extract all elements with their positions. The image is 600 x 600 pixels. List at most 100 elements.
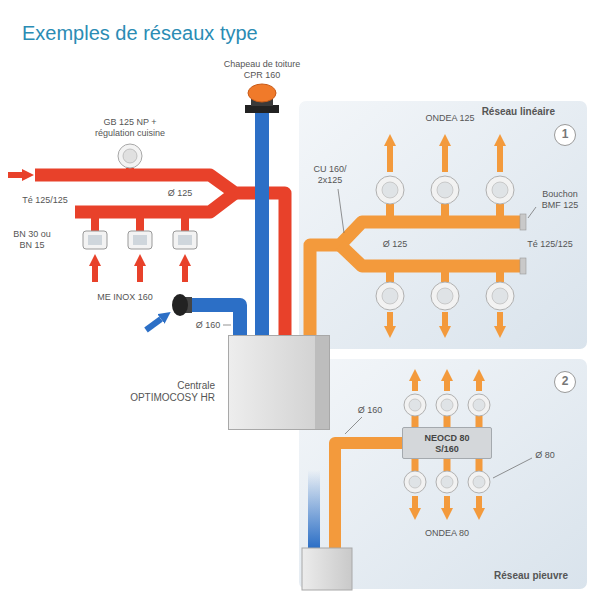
supply-diffuser bbox=[473, 476, 485, 488]
supply-diffuser bbox=[473, 399, 485, 411]
node-text: 2 bbox=[555, 372, 575, 391]
part-name: Bouchon BMF 125 bbox=[538, 189, 583, 211]
supply-diffuser bbox=[492, 288, 508, 304]
node-text: NEOCD 80 S/160 bbox=[419, 433, 475, 455]
supply-diffuser bbox=[437, 288, 453, 304]
supply-duct bbox=[335, 443, 402, 548]
leader-line bbox=[528, 207, 536, 218]
supply-diffuser bbox=[404, 471, 426, 493]
airflow-arrow bbox=[442, 146, 448, 172]
airflow-arrow bbox=[476, 496, 482, 508]
node-text: Réseau pieuvre bbox=[298, 570, 588, 582]
leader-line bbox=[223, 189, 536, 478]
supply-diffuser bbox=[468, 394, 490, 416]
ventilation-unit bbox=[302, 548, 352, 590]
extract-grille bbox=[173, 231, 197, 249]
supply-diffuser bbox=[409, 399, 421, 411]
dimension: Ø 160 bbox=[196, 320, 221, 331]
supply-diffuser bbox=[376, 176, 514, 310]
supply-diffuser bbox=[486, 176, 514, 204]
supply-diffuser bbox=[468, 471, 490, 493]
part-name: Té 125/125 bbox=[22, 195, 68, 206]
extract-duct bbox=[75, 193, 235, 212]
supply-diffuser bbox=[441, 476, 453, 488]
dimension: Ø 125 bbox=[383, 239, 408, 250]
extract-grille bbox=[128, 231, 152, 249]
end-cap bbox=[520, 258, 526, 274]
node-text: 1 bbox=[555, 125, 575, 144]
extract-grille bbox=[88, 235, 102, 245]
part-name: ONDEA 80 bbox=[425, 528, 469, 539]
air-intake bbox=[172, 294, 188, 316]
supply-diffuser bbox=[376, 176, 404, 204]
supply-diffuser bbox=[486, 282, 514, 310]
supply-diffuser bbox=[492, 182, 508, 198]
part-name: GB 125 NP + régulation cuisine bbox=[85, 117, 175, 139]
part-name: Té 125/125 bbox=[527, 239, 573, 250]
airflow-arrow bbox=[476, 381, 482, 391]
roof-duct bbox=[255, 113, 269, 335]
supply-diffuser bbox=[409, 476, 421, 488]
network-panel: Réseau pieuvre 2NEOCD 80 S/160 bbox=[298, 358, 588, 590]
supply-diffuser bbox=[382, 182, 398, 198]
supply-diffuser bbox=[436, 394, 458, 416]
leader-line bbox=[493, 458, 532, 478]
tee-stub bbox=[390, 204, 500, 216]
kitchen-grille bbox=[118, 144, 142, 168]
dimension: Ø 160 bbox=[358, 405, 383, 416]
supply-diffuser bbox=[437, 182, 453, 198]
airflow-arrow bbox=[497, 146, 503, 172]
ventilation-unit: Centrale OPTIMOCOSY HR bbox=[228, 335, 330, 430]
distribution-box: NEOCD 80 S/160 bbox=[402, 427, 492, 459]
airflow-arrow bbox=[92, 266, 98, 282]
airflow-arrow bbox=[182, 266, 188, 282]
diagram-title: Exemples de réseaux type bbox=[22, 22, 258, 45]
tee-stub bbox=[95, 212, 185, 231]
airflow-arrow bbox=[387, 146, 393, 172]
airflow-arrow bbox=[497, 312, 503, 326]
network-panel: Réseau linéaire1 bbox=[298, 100, 588, 350]
kitchen-grille bbox=[123, 149, 137, 163]
dimension: Ø 125 bbox=[168, 188, 193, 199]
extract-grille bbox=[83, 231, 197, 249]
dimension: Ø 80 bbox=[535, 450, 555, 461]
supply-duct bbox=[310, 222, 520, 335]
extract-duct bbox=[35, 168, 285, 335]
extract-grille bbox=[83, 231, 107, 249]
supply-diffuser bbox=[404, 394, 426, 416]
callout-circle: 2 bbox=[554, 371, 576, 393]
roof-plate bbox=[245, 105, 279, 113]
part-name: BN 30 ou BN 15 bbox=[10, 229, 55, 251]
leader-line bbox=[345, 417, 362, 434]
end-cap bbox=[520, 214, 526, 230]
part-name: ME INOX 160 bbox=[97, 292, 153, 303]
supply-diffuser bbox=[382, 182, 508, 304]
airflow-arrow bbox=[444, 381, 450, 391]
node-text: Centrale OPTIMOCOSY HR bbox=[115, 380, 215, 404]
roof-cap bbox=[248, 84, 276, 102]
part-name: CU 160/ 2x125 bbox=[308, 164, 353, 186]
tee-stub bbox=[390, 272, 500, 282]
extract-grille bbox=[133, 235, 147, 245]
panel-ground bbox=[298, 100, 588, 350]
supply-duct bbox=[310, 204, 520, 335]
extract-grille bbox=[178, 235, 192, 245]
unit-duct bbox=[308, 470, 320, 548]
part-name: ONDEA 125 bbox=[425, 113, 474, 124]
panel-ground bbox=[298, 358, 588, 590]
callout-circle: 1 bbox=[554, 124, 576, 146]
airflow-arrow bbox=[137, 266, 143, 282]
intake-duct bbox=[190, 305, 240, 335]
supply-diffuser bbox=[441, 399, 453, 411]
airflow-arrow bbox=[444, 496, 450, 508]
supply-diffuser bbox=[431, 282, 459, 310]
supply-diffuser bbox=[436, 471, 458, 493]
tee-stub bbox=[126, 168, 134, 175]
part-name: Chapeau de toiture CPR 160 bbox=[218, 59, 306, 81]
extract-duct bbox=[35, 175, 285, 335]
airflow-arrow bbox=[8, 146, 500, 508]
leader-line bbox=[223, 325, 231, 326]
supply-duct bbox=[340, 245, 520, 266]
